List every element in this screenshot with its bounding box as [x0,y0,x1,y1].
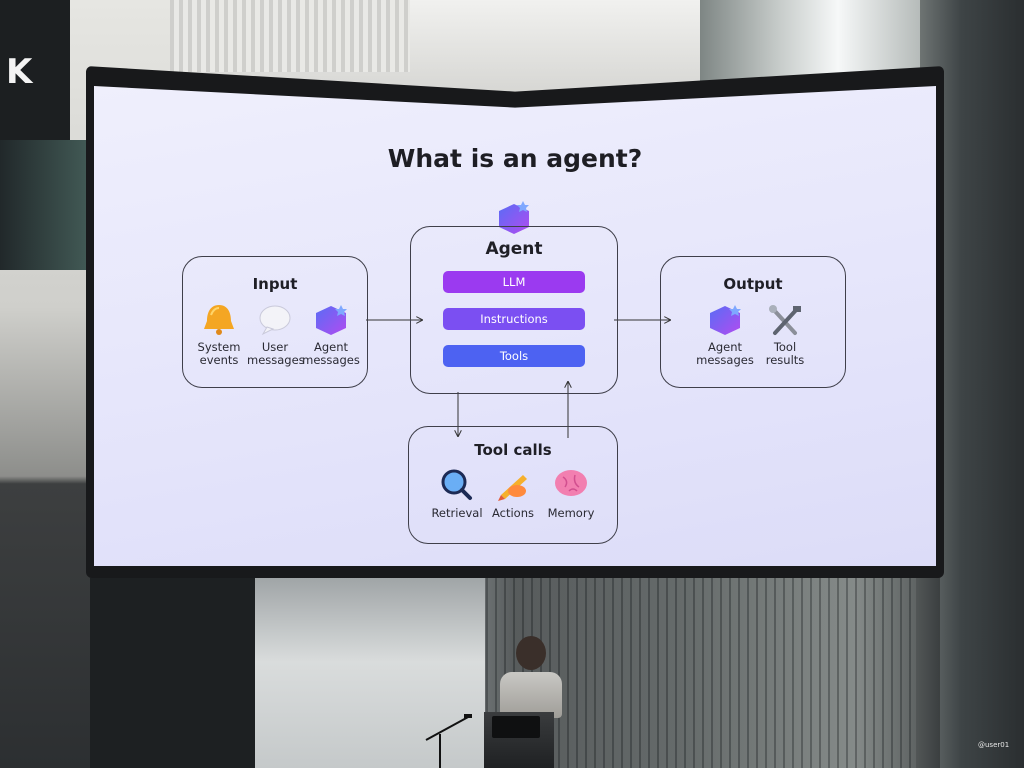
agent-box: Agent LLM Instructions Tools [410,226,618,394]
output-box: Output Agent messages Tool results [660,256,846,388]
tool-results-label-2: results [765,353,805,367]
system-events-label: System [197,340,241,354]
tools-icon [769,305,801,335]
lower-pillar [255,575,485,768]
sign-letter: K [6,52,33,92]
agent-hexagon-icon [316,305,347,335]
brain-icon [555,470,587,496]
input-box: Input System events User messages [182,256,368,388]
memory-item: Memory [539,467,603,520]
system-events-label-2: events [199,353,239,367]
window-blinds [486,578,916,768]
retrieval-label: Retrieval [431,506,483,520]
retrieval-item: Retrieval [427,467,487,520]
system-events-item: System events [191,303,247,367]
microphone-stand [425,714,472,768]
user-messages-label-2: messages [247,353,305,367]
actions-label: Actions [491,506,534,520]
presenter-body [500,672,562,718]
watermark: @user01 [978,741,1010,749]
input-title: Input [252,275,298,293]
magnifier-icon [441,469,472,500]
lower-dark-wall [90,578,255,768]
agent-messages-input-item: Agent messages [301,303,361,367]
instructions-pill: Instructions [443,308,585,330]
tool-results-label: Tool [773,340,797,354]
agent-messages-out-label: Agent [707,340,743,354]
ceiling-slats [170,0,410,72]
presenter-head [516,636,546,670]
laptop [492,716,540,738]
slide-title: What is an agent? [387,144,643,173]
user-messages-item: User messages [247,303,305,367]
agent-hexagon-icon [710,305,741,335]
projector-screen: What is an agent? Input System events [94,86,936,566]
agent-messages-out-label-2: messages [696,353,754,367]
agent-title: Agent [485,239,543,259]
output-title: Output [723,275,783,293]
llm-pill: LLM [443,271,585,293]
agent-messages-in-label-2: messages [302,353,360,367]
dark-sign-panel [0,0,70,140]
speech-bubble-icon [259,305,291,336]
tool-calls-box: Tool calls Retrieval Actions Memory [408,426,618,544]
user-messages-label: User [261,340,289,354]
tool-results-item: Tool results [757,303,813,367]
pencil-hand-icon [498,475,527,501]
memory-label: Memory [547,506,595,520]
tools-pill: Tools [443,345,585,367]
agent-messages-in-label: Agent [313,340,349,354]
actions-item: Actions [483,467,543,520]
tool-calls-title: Tool calls [474,441,552,459]
bell-icon [204,305,234,335]
agent-messages-output-item: Agent messages [695,303,755,367]
